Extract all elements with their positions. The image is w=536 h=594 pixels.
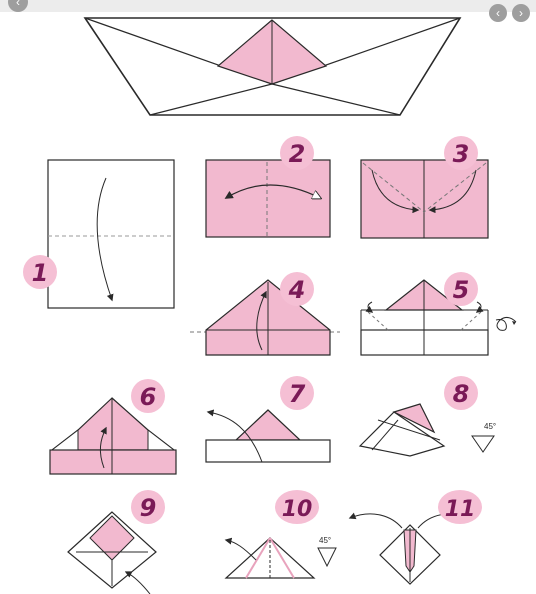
svg-text:1: 1 bbox=[32, 259, 49, 287]
step-badge-4: 4 bbox=[280, 272, 314, 306]
step-badge-11: 11 bbox=[438, 490, 482, 524]
svg-text:9: 9 bbox=[140, 494, 157, 522]
step-11 bbox=[350, 514, 468, 584]
step-1 bbox=[48, 160, 174, 308]
svg-text:10: 10 bbox=[282, 497, 313, 522]
angle-label-step10: 45° bbox=[319, 536, 331, 545]
step-badge-7: 7 bbox=[280, 376, 314, 410]
step-badge-1: 1 bbox=[23, 255, 57, 289]
step-7 bbox=[206, 410, 330, 462]
step-10: 45° bbox=[226, 536, 336, 578]
step-badge-5: 5 bbox=[444, 272, 478, 306]
finished-boat bbox=[85, 18, 460, 115]
step-badge-8: 8 bbox=[444, 376, 478, 410]
angle-label-step8: 45° bbox=[484, 422, 496, 431]
step-3 bbox=[361, 160, 488, 238]
step-badge-2: 2 bbox=[280, 136, 314, 170]
curly-arrow-icon bbox=[496, 317, 516, 330]
svg-text:8: 8 bbox=[453, 380, 470, 408]
step-badge-6: 6 bbox=[131, 379, 165, 413]
step-5 bbox=[361, 280, 516, 355]
svg-text:6: 6 bbox=[140, 383, 157, 411]
svg-text:4: 4 bbox=[288, 276, 306, 304]
step-8: 45° bbox=[360, 404, 496, 456]
step-2 bbox=[206, 160, 330, 237]
svg-text:5: 5 bbox=[453, 276, 470, 304]
svg-text:11: 11 bbox=[445, 497, 476, 522]
step-badge-9: 9 bbox=[131, 490, 165, 524]
step-badge-10: 10 bbox=[275, 490, 319, 524]
step-badge-3: 3 bbox=[444, 136, 478, 170]
svg-text:2: 2 bbox=[289, 140, 306, 168]
step-4 bbox=[190, 280, 340, 355]
svg-text:7: 7 bbox=[289, 380, 306, 408]
svg-text:3: 3 bbox=[453, 140, 470, 168]
step-9 bbox=[68, 512, 156, 594]
